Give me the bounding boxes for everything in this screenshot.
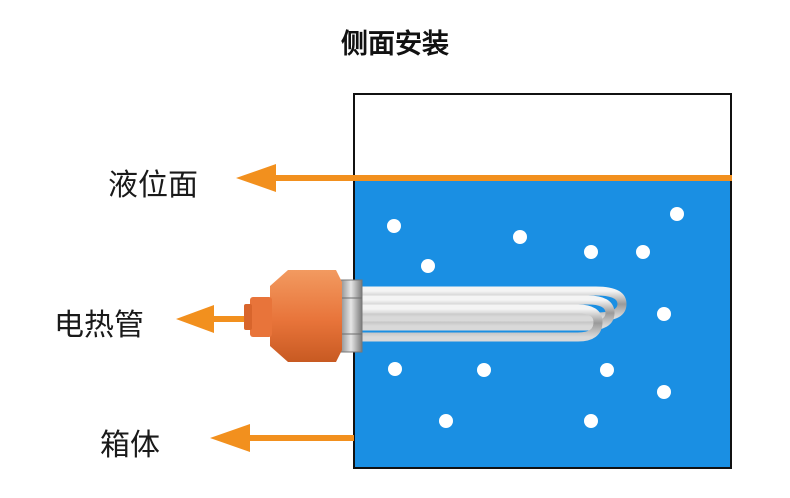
heater-element xyxy=(244,270,627,362)
heating-tube-arrow xyxy=(176,305,248,333)
bubbles xyxy=(387,207,684,428)
bubble xyxy=(513,230,527,244)
bubble xyxy=(636,245,650,259)
bubble xyxy=(387,219,401,233)
tank-air-space xyxy=(354,94,731,174)
bubble xyxy=(421,259,435,273)
bubble xyxy=(670,207,684,221)
heater-cable-gland xyxy=(250,297,272,337)
bubble xyxy=(584,245,598,259)
bubble xyxy=(657,307,671,321)
bubble xyxy=(477,363,491,377)
heater-flange xyxy=(339,279,363,353)
liquid-level-arrow xyxy=(236,164,732,192)
bubble xyxy=(439,414,453,428)
heating-tube-label: 电热管 xyxy=(54,308,144,343)
tank-body-label: 箱体 xyxy=(100,428,160,463)
bubble xyxy=(657,385,671,399)
tank xyxy=(353,93,732,469)
heater-cap xyxy=(270,270,342,362)
bubble xyxy=(584,414,598,428)
liquid-level-label: 液位面 xyxy=(108,168,198,203)
heater-pipe xyxy=(360,304,603,342)
bubble xyxy=(600,363,614,377)
bubble xyxy=(388,362,402,376)
tank-body-arrow xyxy=(210,424,354,452)
diagram-title: 侧面安装 xyxy=(341,29,449,60)
